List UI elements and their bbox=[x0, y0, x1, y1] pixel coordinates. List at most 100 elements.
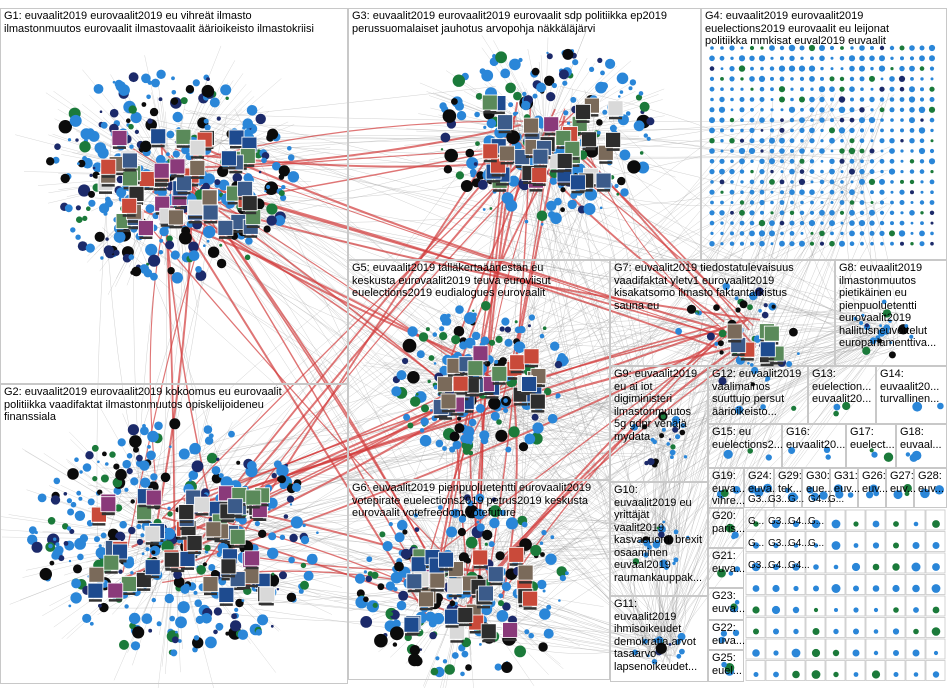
node bbox=[195, 270, 207, 281]
node bbox=[709, 107, 715, 113]
node bbox=[76, 216, 83, 223]
avatar-caption bbox=[582, 147, 596, 151]
node bbox=[909, 453, 918, 462]
node bbox=[780, 118, 784, 122]
node bbox=[909, 127, 915, 133]
group-box-g25 bbox=[708, 650, 744, 682]
node bbox=[797, 352, 800, 355]
node bbox=[859, 138, 865, 143]
node bbox=[809, 159, 815, 164]
group-box-g3 bbox=[348, 8, 701, 260]
avatar-caption bbox=[230, 146, 243, 149]
node bbox=[722, 282, 730, 291]
avatar-thumbnail bbox=[410, 556, 427, 573]
node bbox=[829, 210, 835, 216]
node bbox=[132, 626, 145, 639]
node bbox=[869, 96, 875, 103]
node bbox=[599, 206, 603, 210]
tiny-group-box bbox=[905, 660, 926, 681]
node bbox=[475, 403, 485, 413]
node bbox=[788, 65, 796, 72]
node bbox=[930, 77, 934, 81]
node bbox=[830, 107, 834, 112]
node bbox=[465, 148, 475, 158]
node bbox=[749, 230, 755, 237]
node bbox=[889, 148, 895, 154]
node bbox=[932, 563, 940, 571]
avatar-thumbnail bbox=[452, 375, 469, 392]
node bbox=[505, 517, 519, 530]
node bbox=[82, 613, 92, 624]
node bbox=[451, 335, 461, 345]
node bbox=[53, 477, 61, 485]
node bbox=[759, 179, 765, 185]
tiny-group-label: G4... bbox=[768, 560, 790, 571]
node bbox=[862, 346, 871, 355]
node bbox=[713, 304, 720, 311]
node bbox=[899, 107, 905, 113]
gray-edge bbox=[639, 331, 891, 433]
node bbox=[169, 418, 181, 430]
node bbox=[302, 523, 306, 528]
node bbox=[140, 140, 152, 152]
avatar-thumbnail bbox=[186, 535, 203, 551]
node bbox=[77, 241, 88, 252]
node bbox=[910, 242, 914, 246]
avatar-caption bbox=[524, 134, 538, 137]
gray-edge bbox=[423, 584, 466, 687]
tiny-group-box bbox=[925, 660, 946, 681]
node bbox=[635, 94, 643, 101]
node bbox=[720, 87, 724, 91]
node bbox=[549, 177, 558, 185]
gray-edge bbox=[666, 322, 702, 546]
node bbox=[562, 80, 568, 86]
avatar-caption bbox=[477, 605, 490, 609]
node bbox=[585, 143, 599, 158]
group-label-g8: G8: euvaalit2019 ilmastonmuutos pietikäi… bbox=[839, 262, 937, 349]
node bbox=[880, 128, 884, 133]
node bbox=[919, 159, 925, 164]
gray-edge bbox=[673, 173, 861, 656]
tiny-group-label: G3... bbox=[748, 560, 770, 571]
tiny-group-box bbox=[865, 552, 886, 574]
node bbox=[889, 86, 895, 92]
node bbox=[779, 96, 785, 103]
node bbox=[811, 670, 821, 679]
node bbox=[518, 442, 529, 452]
node bbox=[68, 559, 72, 563]
node bbox=[879, 210, 885, 215]
node bbox=[911, 562, 921, 572]
avatar-thumbnail bbox=[227, 498, 244, 515]
gray-edge bbox=[641, 536, 663, 651]
node bbox=[730, 210, 734, 215]
avatar-thumbnail bbox=[138, 171, 155, 187]
avatar-caption bbox=[260, 603, 274, 606]
node bbox=[909, 138, 915, 144]
node bbox=[779, 137, 785, 144]
node bbox=[154, 421, 163, 431]
node bbox=[929, 55, 935, 62]
gray-edge bbox=[189, 110, 892, 314]
avatar-thumbnail bbox=[595, 172, 612, 189]
node bbox=[82, 156, 88, 161]
gray-edge bbox=[518, 150, 676, 636]
tiny-group-label: G... bbox=[808, 516, 825, 527]
node bbox=[750, 159, 754, 163]
tiny-group-box bbox=[845, 617, 866, 638]
node bbox=[609, 124, 617, 132]
red-edge bbox=[564, 163, 754, 327]
node bbox=[257, 614, 269, 626]
tiny-group-box bbox=[905, 531, 926, 552]
node bbox=[503, 408, 509, 413]
node bbox=[788, 447, 796, 454]
node bbox=[859, 200, 865, 205]
node bbox=[899, 97, 905, 102]
node bbox=[244, 254, 251, 261]
avatar-caption bbox=[493, 189, 507, 192]
node bbox=[216, 258, 227, 269]
tiny-group-box bbox=[925, 617, 946, 638]
node bbox=[788, 44, 796, 52]
node bbox=[563, 110, 569, 116]
tiny-group-box bbox=[765, 638, 786, 660]
node bbox=[650, 437, 655, 442]
